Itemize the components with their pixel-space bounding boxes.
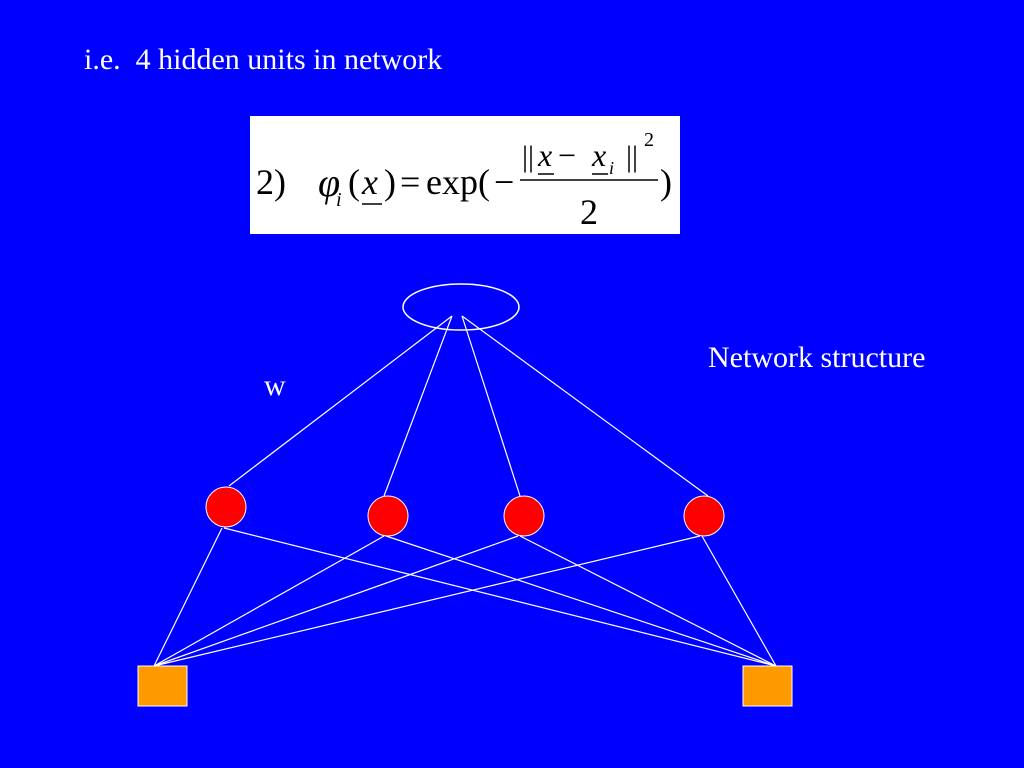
- formula-phi: φ: [318, 160, 340, 205]
- formula-norm-right: ||: [626, 140, 638, 173]
- formula-denominator: 2: [580, 192, 598, 232]
- output-node: [402, 283, 520, 331]
- formula-exponent: 2: [644, 129, 654, 151]
- edge-hidden-1-input-2: [223, 527, 777, 667]
- edge-hidden-3-input-2: [519, 535, 777, 667]
- formula-open-paren: (: [348, 162, 360, 202]
- edge-hidden-1-input-1: [153, 527, 223, 667]
- formula-box: 2) φ i ( x ) = exp( − || x − x i || 2: [250, 116, 680, 234]
- edge-hidden-3-input-1: [153, 535, 519, 667]
- slide-title: i.e. 4 hidden units in network: [84, 43, 443, 76]
- formula-norm-left: ||: [522, 140, 534, 173]
- input-node-1: [137, 665, 188, 707]
- formula-phi-subscript: i: [336, 189, 342, 211]
- edge-hidden-2-input-1: [153, 535, 385, 667]
- formula-numerator-xi: x: [591, 137, 606, 173]
- edge-output-hidden-4: [461, 315, 709, 497]
- formula-minus: −: [494, 162, 514, 202]
- edge-output-hidden-2: [383, 315, 453, 497]
- formula-numerator-x: x: [537, 137, 552, 173]
- input-node-2: [742, 665, 793, 707]
- formula-equals: =: [400, 162, 420, 202]
- formula-exp: exp(: [426, 162, 490, 202]
- hidden-node-3: [503, 495, 545, 537]
- formula-x: x: [361, 162, 378, 202]
- hidden-node-4: [683, 495, 725, 537]
- edge-output-hidden-3: [461, 315, 521, 497]
- edge-hidden-4-input-2: [701, 535, 777, 667]
- formula-svg: 2) φ i ( x ) = exp( − || x − x i || 2: [256, 129, 672, 232]
- formula-close-paren: ): [384, 162, 396, 202]
- hidden-node-2: [367, 495, 409, 537]
- formula-numerator-xi-subscript: i: [609, 158, 614, 178]
- network-caption: Network structure: [708, 341, 926, 374]
- formula-numerator-minus: −: [558, 137, 576, 173]
- weight-label: w: [264, 369, 286, 402]
- edge-hidden-2-input-2: [385, 535, 777, 667]
- edge-output-hidden-1: [228, 315, 453, 487]
- hidden-node-1: [205, 486, 247, 528]
- formula-number: 2): [256, 162, 286, 202]
- formula-final-paren: ): [660, 162, 672, 202]
- edge-hidden-4-input-1: [153, 535, 701, 667]
